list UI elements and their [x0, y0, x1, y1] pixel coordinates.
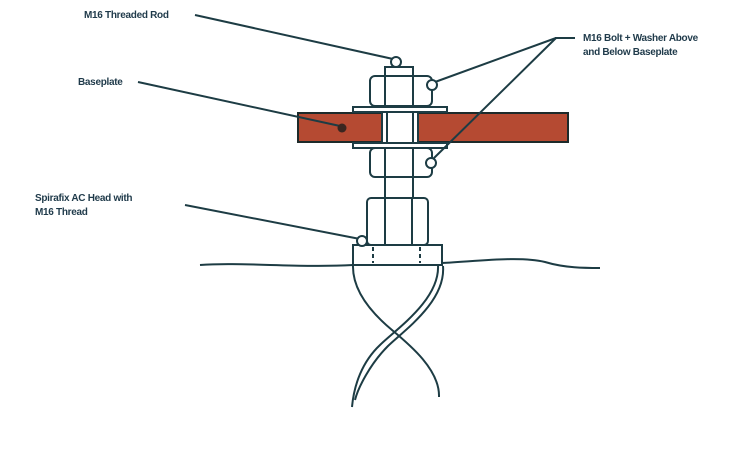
leader-lines	[137, 14, 575, 240]
label-bolt-washer-1: M16 Bolt + Washer Above	[583, 33, 699, 44]
label-bolt-washer-2: and Below Baseplate	[583, 47, 678, 58]
label-head-2: M16 Thread	[35, 207, 88, 218]
helix-screw	[351, 264, 445, 408]
lower-nut	[369, 147, 433, 178]
marker-baseplate	[337, 123, 347, 133]
head-nut	[366, 197, 429, 246]
marker-head	[356, 235, 368, 247]
ground-line	[199, 258, 601, 269]
marker-upper-nut	[426, 79, 438, 91]
marker-lower-nut	[425, 157, 437, 169]
label-baseplate: Baseplate	[78, 77, 123, 88]
label-threaded-rod: M16 Threaded Rod	[84, 10, 169, 21]
upper-nut	[369, 75, 433, 107]
head-collar	[352, 244, 443, 266]
marker-rod	[390, 56, 402, 68]
label-head-1: Spirafix AC Head with	[35, 193, 132, 204]
